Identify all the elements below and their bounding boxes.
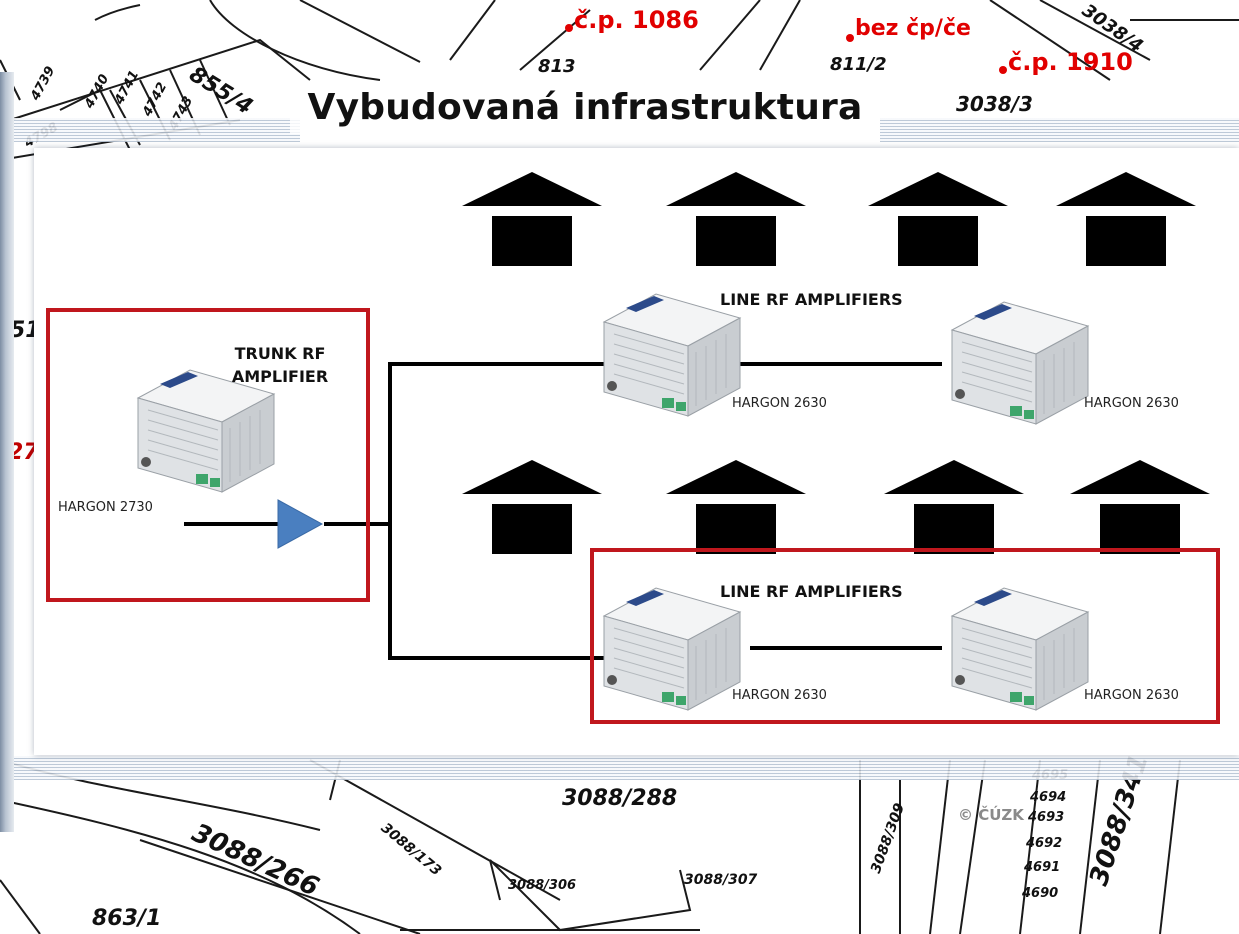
line-amplifier-device xyxy=(604,588,740,710)
line-amplifiers-label: LINE RF AMPLIFIERS xyxy=(720,580,903,603)
parcel-label: 4692 xyxy=(1026,836,1062,851)
decorative-bars xyxy=(0,118,300,142)
line-amplifier-model: HARGON 2630 xyxy=(1084,688,1179,703)
decorative-side-bar xyxy=(0,72,14,832)
line-amplifier-device xyxy=(952,302,1088,424)
amplifier-symbol xyxy=(278,500,322,548)
slide-title: Vybudovaná infrastruktura xyxy=(290,82,880,134)
parcel-label: 3038/3 xyxy=(956,92,1033,116)
parcel-label: 3088/307 xyxy=(684,872,757,888)
parcel-label: 4693 xyxy=(1028,810,1064,825)
house-icon xyxy=(462,460,602,554)
parcel-label: 4694 xyxy=(1030,790,1066,805)
diagram-canvas xyxy=(34,148,1239,755)
parcel-label: 3088/288 xyxy=(562,786,677,811)
line-amplifier-device xyxy=(952,588,1088,710)
parcel-label: 811/2 xyxy=(830,54,887,75)
infrastructure-diagram: TRUNK RF AMPLIFIER HARGON 2730 LINE RF A… xyxy=(34,148,1239,755)
parcel-label: 813 xyxy=(538,56,576,77)
parcel-label: 863/1 xyxy=(92,906,161,931)
address-label: č.p. 1086 xyxy=(574,6,699,34)
trunk-amplifier-device xyxy=(138,370,274,492)
house-icon xyxy=(868,172,1008,266)
parcel-label: 3088/306 xyxy=(508,878,576,893)
parcel-label: 4691 xyxy=(1024,860,1060,875)
trunk-amplifier-model: HARGON 2730 xyxy=(58,500,153,515)
house-icon xyxy=(884,460,1024,554)
parcel-label: 4690 xyxy=(1022,886,1058,901)
line-amplifier-model: HARGON 2630 xyxy=(732,688,827,703)
decorative-bars xyxy=(880,118,1239,142)
house-icon xyxy=(1056,172,1196,266)
house-icon xyxy=(462,172,602,266)
house-icon xyxy=(666,172,806,266)
address-label: č.p. 1910 xyxy=(1008,48,1133,76)
decorative-bars xyxy=(0,756,1239,780)
line-amplifier-device xyxy=(604,294,740,416)
house-icon xyxy=(1070,460,1210,554)
line-amplifier-model: HARGON 2630 xyxy=(1084,396,1179,411)
line-amplifier-model: HARGON 2630 xyxy=(732,396,827,411)
copyright-watermark: © ČÚZK xyxy=(958,806,1024,824)
line-amplifiers-label: LINE RF AMPLIFIERS xyxy=(720,288,903,311)
house-icon xyxy=(666,460,806,554)
address-label: bez čp/če xyxy=(855,16,971,41)
trunk-amplifier-label: TRUNK RF AMPLIFIER xyxy=(220,342,340,388)
